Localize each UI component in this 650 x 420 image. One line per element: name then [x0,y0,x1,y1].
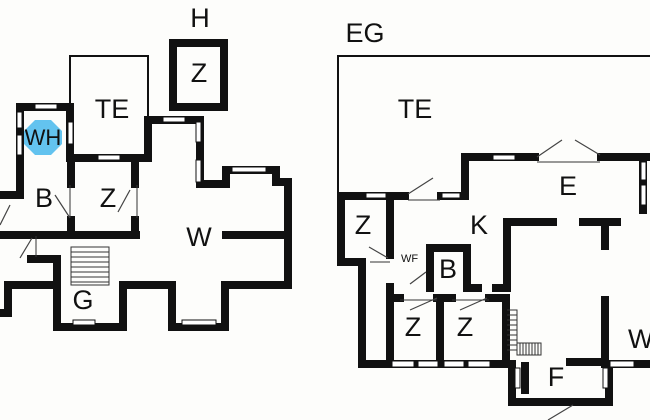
room-label-ground-living: W [628,324,650,354]
room-label-wc: WF [401,253,418,265]
ground-bath-walls [426,244,482,292]
room-label-upper-living: W [186,222,212,252]
room-label-ground-terrace: TE [398,94,433,124]
room-label-upper-terrace: TE [95,94,130,124]
ground-hall-walls [521,358,609,394]
room-label-ground-storage: Z [355,210,372,240]
ground-floor-plan: EG TE E K Z WF B Z Z W F [337,18,650,420]
ground-kitchen-wall [492,218,557,292]
ground-terrace-outline [337,55,650,195]
room-label-hall: F [548,362,565,392]
ground-doors [368,139,601,420]
room-label-upper-bedroom: Z [100,183,117,213]
upper-floor-title: H [190,3,210,33]
ground-windows [365,154,647,389]
room-label-kitchen: K [470,210,488,240]
room-label-upper-bath: B [35,183,53,213]
ground-floor-title: EG [345,18,384,48]
ground-room-walls [386,283,510,368]
upper-stair-wall [27,255,61,286]
upper-stairs [70,246,110,286]
room-label-upper-storage: Z [191,58,208,88]
room-label-ground-bath: B [439,254,457,284]
upper-outer-walls [0,103,292,331]
upper-floor-plan: H Z TE WH B Z W G [0,3,292,331]
upper-windows [16,103,267,326]
upper-storage-walls [169,39,228,111]
room-label-room-b: Z [457,312,474,342]
utility-highlight-icon [24,120,62,155]
upper-doors [0,189,131,259]
ground-stairs [507,309,542,356]
room-label-room-a: Z [405,312,422,342]
room-label-utility: WH [25,125,62,150]
room-label-dining: E [559,171,577,201]
room-label-gallery: G [72,285,93,315]
upper-room-walls [67,156,139,239]
ground-t-wall [579,218,621,250]
